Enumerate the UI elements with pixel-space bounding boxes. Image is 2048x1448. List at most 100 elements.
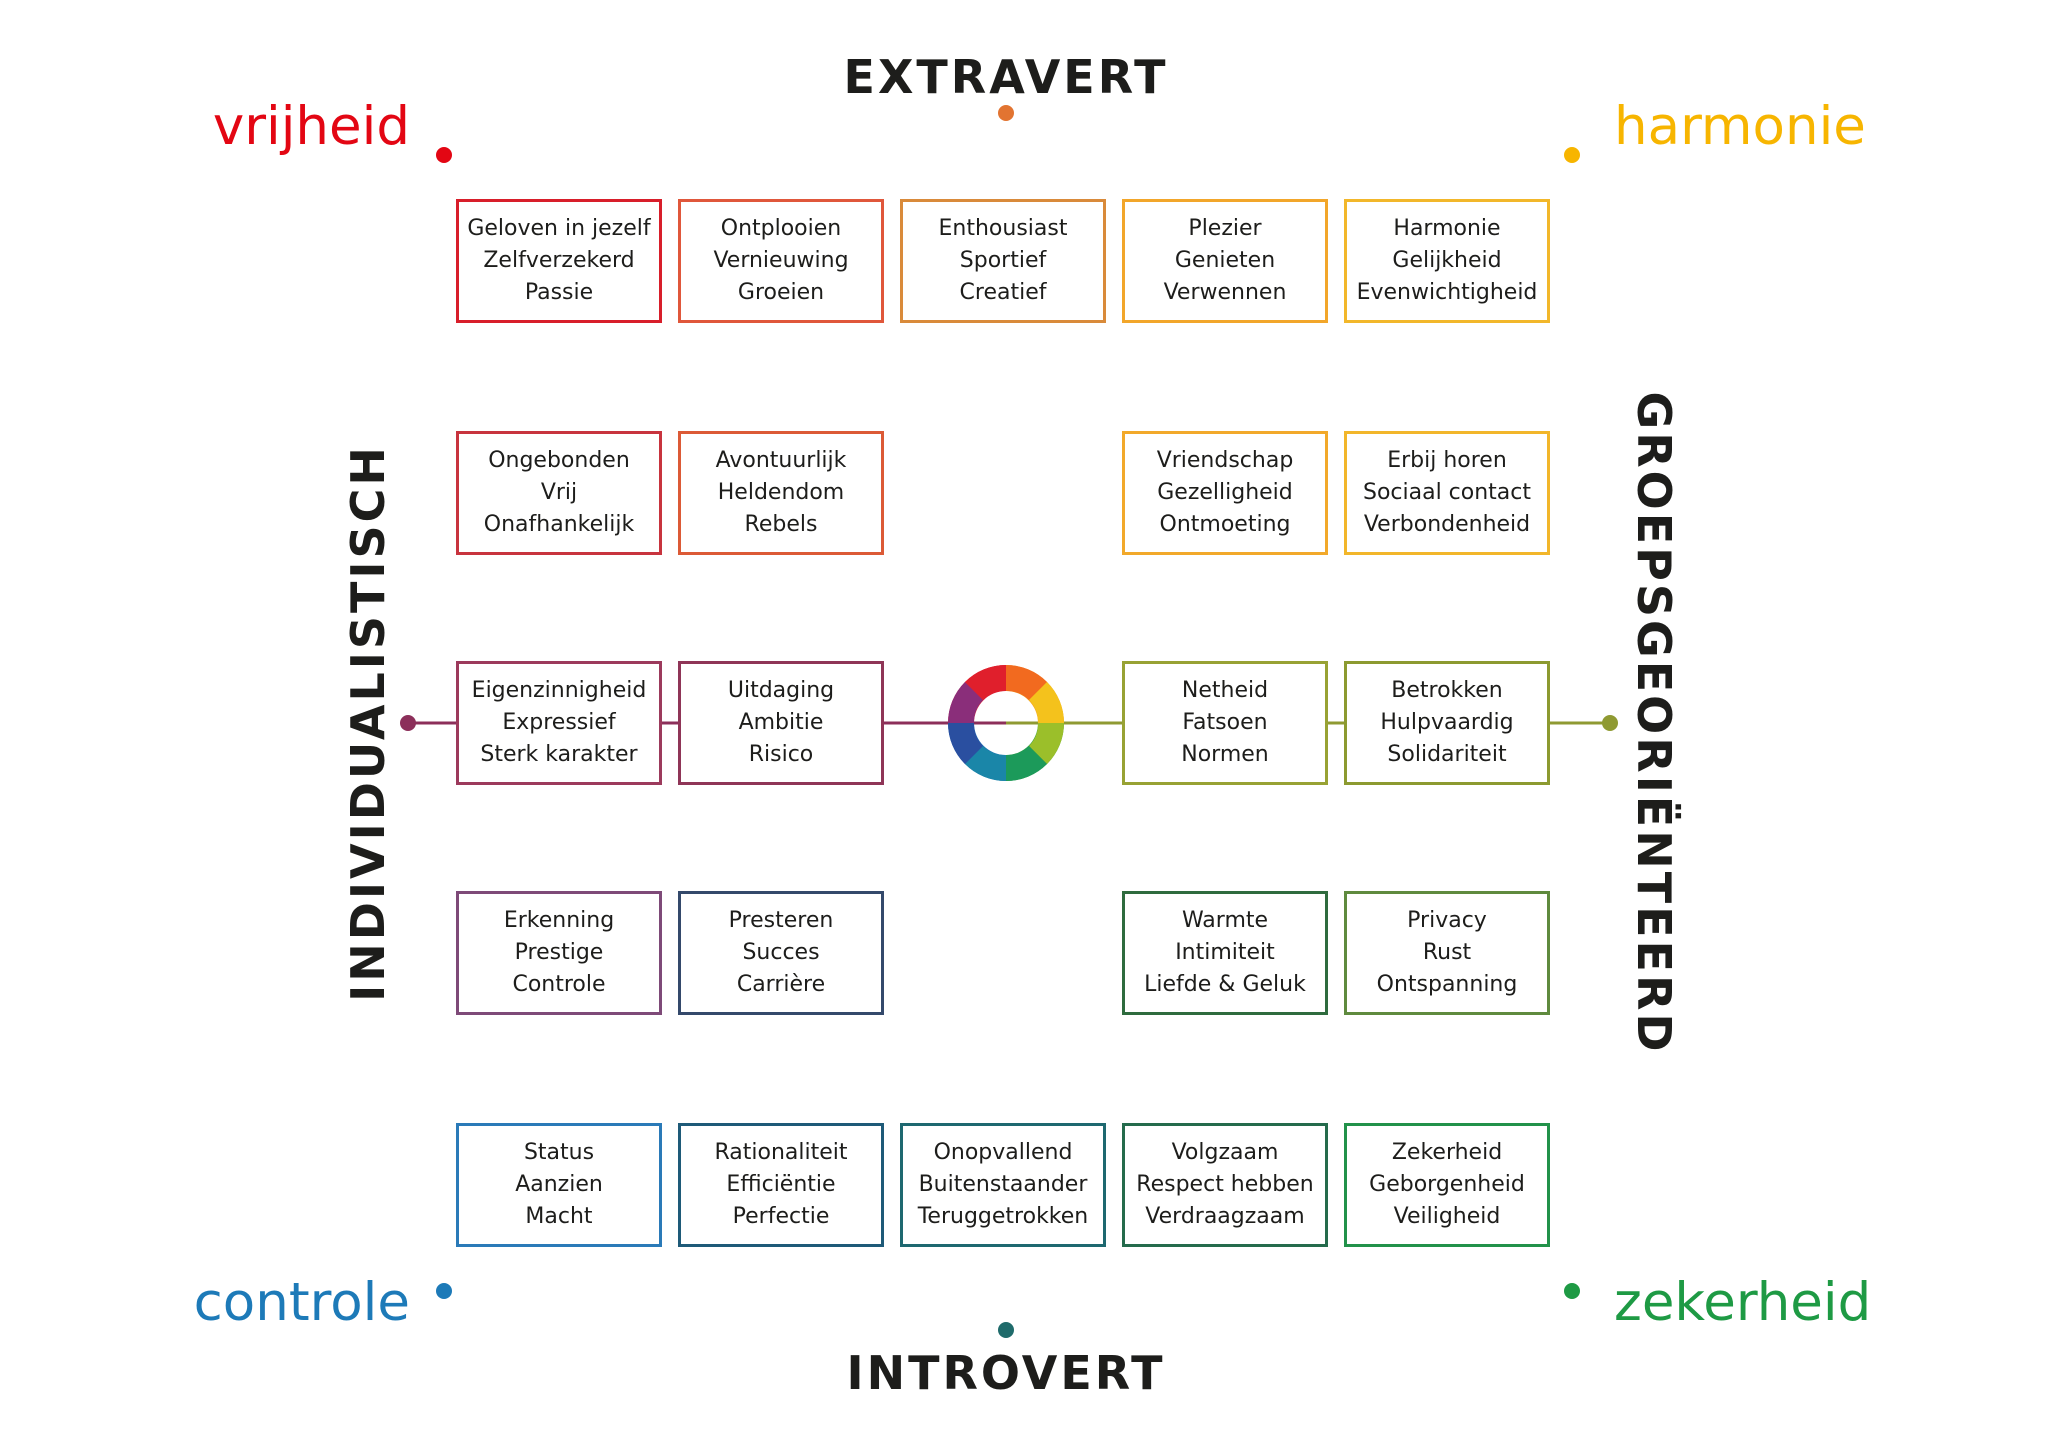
value-box-line: Ontspanning: [1376, 972, 1518, 997]
corner-dot-top-left: [436, 147, 452, 163]
value-box-line: Teruggetrokken: [917, 1204, 1089, 1229]
color-wheel-icon: [948, 665, 1064, 781]
axis-label-bottom: INTROVERT: [846, 1346, 1166, 1400]
value-box-line: Liefde & Geluk: [1144, 972, 1306, 997]
value-box-line: Geloven in jezelf: [467, 216, 651, 241]
axis-label-left: INDIVIDUALISTISCH: [341, 444, 395, 1002]
value-box-line: Privacy: [1407, 908, 1487, 933]
value-box-line: Presteren: [728, 908, 834, 933]
value-box-line: Carrière: [736, 972, 826, 997]
value-box-line: Veiligheid: [1393, 1204, 1501, 1229]
value-box-line: Intimiteit: [1175, 940, 1275, 965]
value-box-line: Genieten: [1174, 248, 1276, 273]
corner-dot-top-right: [1564, 147, 1580, 163]
value-box-line: Gezelligheid: [1157, 480, 1293, 505]
value-box-line: Status: [523, 1140, 595, 1165]
axis-dot-right: [1602, 715, 1618, 731]
value-box-line: Volgzaam: [1171, 1140, 1279, 1165]
corner-dot-bottom-left: [436, 1283, 452, 1299]
value-box-line: Solidariteit: [1387, 742, 1507, 767]
value-box-line: Ontplooien: [720, 216, 842, 241]
value-box-line: Sterk karakter: [480, 742, 638, 767]
axis-dot-top: [998, 105, 1014, 121]
value-box-line: Heldendom: [717, 480, 845, 505]
value-box-line: Vernieuwing: [713, 248, 849, 273]
value-box-line: Creatief: [959, 280, 1047, 305]
value-box-line: Harmonie: [1393, 216, 1501, 241]
value-box-line: Evenwichtigheid: [1356, 280, 1538, 305]
value-box-line: Gelijkheid: [1392, 248, 1502, 273]
value-box-line: Onafhankelijk: [483, 512, 635, 537]
value-box-line: Enthousiast: [938, 216, 1068, 241]
value-box-line: Risico: [748, 742, 814, 767]
value-box-line: Verdraagzaam: [1145, 1204, 1305, 1229]
value-box-line: Rebels: [744, 512, 818, 537]
value-box-line: Zekerheid: [1391, 1140, 1503, 1165]
value-box-line: Sociaal contact: [1362, 480, 1532, 505]
value-box-line: Rationaliteit: [714, 1140, 848, 1165]
corner-label-vrijheid: vrijheid: [212, 96, 410, 157]
value-box-line: Verbondenheid: [1363, 512, 1531, 537]
value-box-line: Erkenning: [503, 908, 615, 933]
value-box-line: Groeien: [737, 280, 825, 305]
value-box-line: Netheid: [1181, 678, 1269, 703]
axis-label-top: EXTRAVERT: [843, 50, 1169, 104]
value-box-line: Succes: [742, 940, 820, 965]
value-box-line: Zelfverzekerd: [483, 248, 635, 273]
corner-label-harmonie: harmonie: [1614, 96, 1866, 157]
value-box-line: Buitenstaander: [918, 1172, 1088, 1197]
value-box-line: Prestige: [514, 940, 604, 965]
value-box-line: Perfectie: [732, 1204, 830, 1229]
value-box-line: Onopvallend: [933, 1140, 1073, 1165]
axis-dot-bottom: [998, 1322, 1014, 1338]
value-box-line: Plezier: [1188, 216, 1262, 241]
value-box-line: Erbij horen: [1387, 448, 1507, 473]
value-box-line: Rust: [1422, 940, 1472, 965]
value-box-line: Uitdaging: [727, 678, 835, 703]
value-box-line: Normen: [1181, 742, 1269, 767]
axis-dot-left: [400, 715, 416, 731]
value-box-line: Expressief: [502, 710, 616, 735]
value-box-line: Eigenzinnigheid: [471, 678, 647, 703]
value-box-line: Ontmoeting: [1159, 512, 1291, 537]
value-box-line: Verwennen: [1163, 280, 1287, 305]
value-box-line: Fatsoen: [1182, 710, 1268, 735]
axis-label-right: GROEPSGEORIËNTEERD: [1627, 391, 1681, 1055]
value-box-line: Betrokken: [1391, 678, 1503, 703]
value-box-line: Avontuurlijk: [715, 448, 847, 473]
value-box-line: Sportief: [959, 248, 1047, 273]
value-box-line: Respect hebben: [1136, 1172, 1314, 1197]
value-box-line: Controle: [512, 972, 606, 997]
value-box-line: Vrij: [540, 480, 578, 505]
value-box-line: Macht: [525, 1204, 593, 1229]
corner-label-zekerheid: zekerheid: [1614, 1272, 1872, 1333]
value-box-line: Ambitie: [738, 710, 824, 735]
value-box-line: Ongebonden: [488, 448, 630, 473]
corner-dot-bottom-right: [1564, 1283, 1580, 1299]
value-box-line: Efficiëntie: [726, 1172, 836, 1197]
value-box-line: Passie: [524, 280, 594, 305]
